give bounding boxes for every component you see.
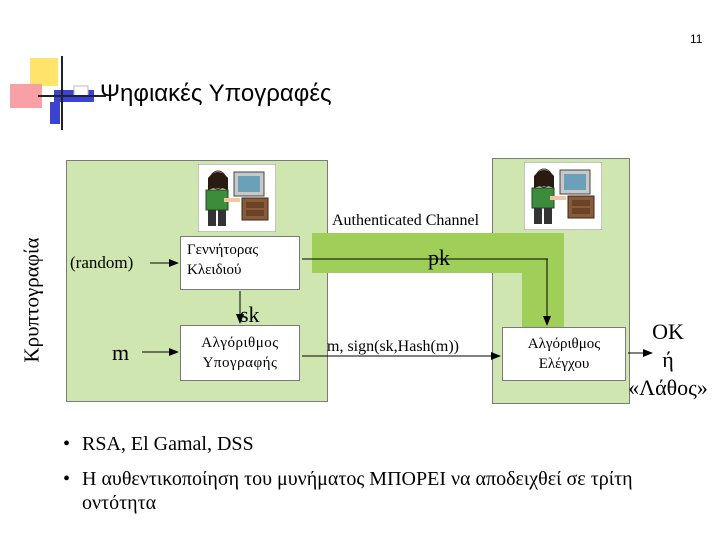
slide-title: Ψηφιακές Υπογραφές <box>100 80 332 107</box>
secret-key-label: sk <box>240 302 260 327</box>
decorative-squares-logo <box>10 56 106 130</box>
verification-algorithm-box: Αλγόριθμος Ελέγχου <box>502 327 626 381</box>
bullet-list: RSA, El Gamal, DSS Η αυθεντικοποίηση του… <box>60 432 702 526</box>
bullet-item: RSA, El Gamal, DSS <box>60 432 702 456</box>
output-ok: OK <box>652 319 684 344</box>
output-error: «Λάθος» <box>628 375 708 400</box>
signer-person-icon <box>198 164 276 232</box>
public-key-label: pk <box>428 245 450 270</box>
key-generator-box: Γεννήτορας Κλειδιού <box>180 236 300 290</box>
signed-message-label: m, sign(sk,Hash(m)) <box>327 338 459 355</box>
verifier-person-icon <box>524 162 602 230</box>
verification-output: OK ή «Λάθος» <box>620 318 716 402</box>
page-number: 11 <box>690 32 703 46</box>
signing-algorithm-box: Αλγόριθμος Υπογραφής <box>180 325 300 381</box>
bullet-item: Η αυθεντικοποίηση του μυνήματος ΜΠΟΡΕΙ ν… <box>60 467 702 515</box>
channel-label: Authenticated Channel <box>332 212 480 229</box>
random-label: (random) <box>70 253 134 272</box>
authenticated-channel-vertical <box>522 233 564 328</box>
output-or: ή <box>662 347 674 372</box>
message-label: m <box>112 340 130 365</box>
